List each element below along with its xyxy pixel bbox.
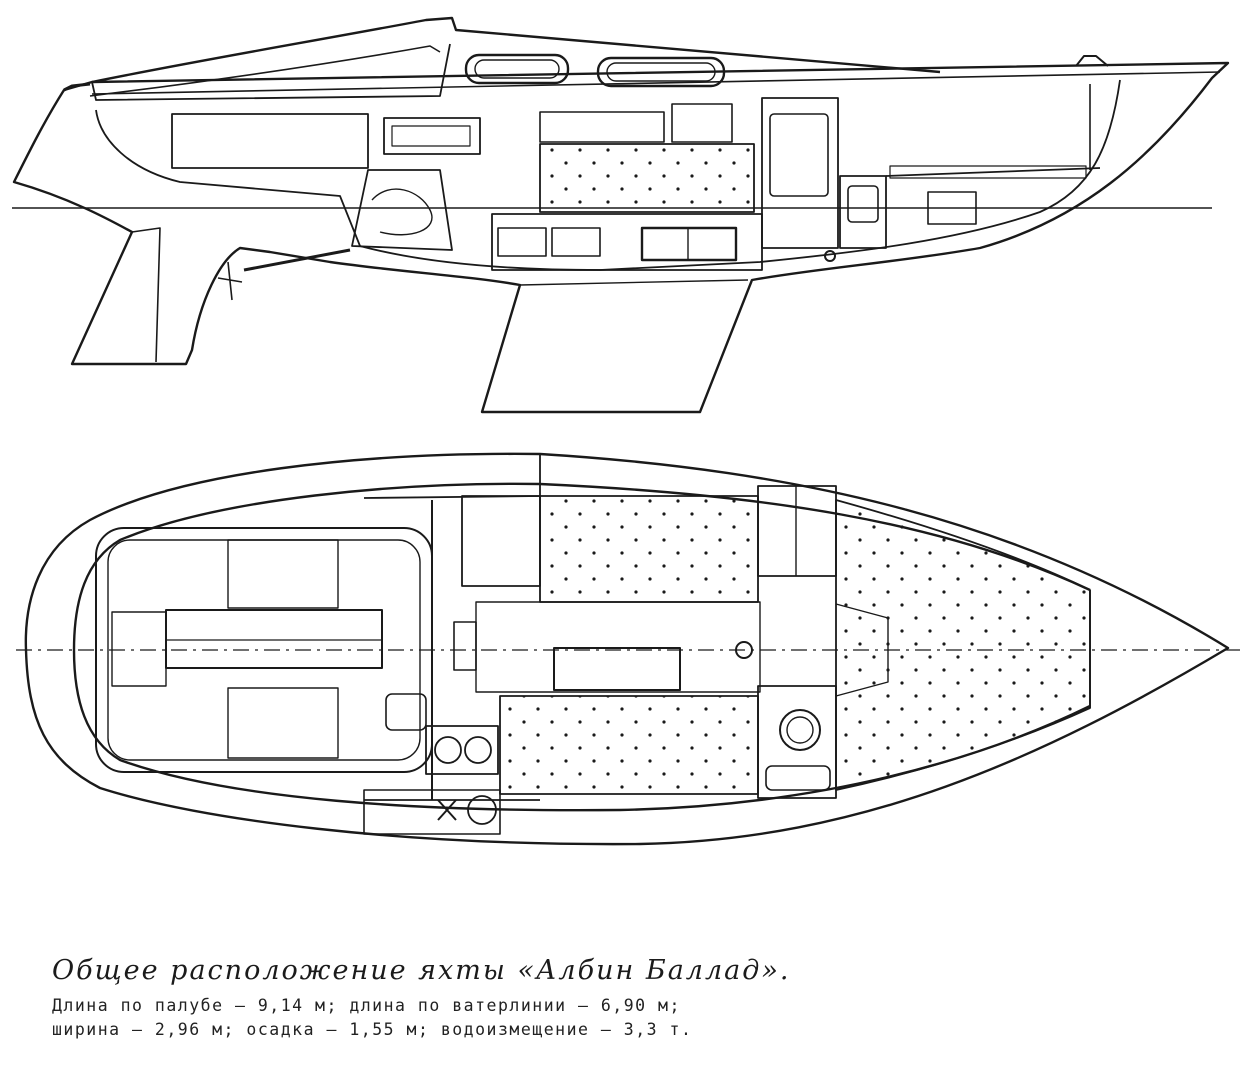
saloon-berth-starboard xyxy=(499,695,759,795)
cockpit-seat-port xyxy=(227,539,339,609)
spec-draft-value: 1,55 м xyxy=(349,1020,418,1039)
head-toilet xyxy=(847,185,879,223)
deck-inner-line xyxy=(72,482,1091,812)
coachroof-edge-port xyxy=(363,454,541,499)
galley-sink xyxy=(467,795,497,825)
winch-handle xyxy=(437,799,457,821)
v-berth-infill xyxy=(835,603,889,697)
bow-pulpit xyxy=(1075,55,1109,67)
head-basin xyxy=(765,765,831,791)
keel-fin-detail xyxy=(519,279,749,286)
locker-2 xyxy=(551,227,601,257)
hanging-locker xyxy=(757,485,837,577)
v-berth xyxy=(835,499,1091,791)
spec-length-deck-value: 9,14 м xyxy=(257,996,327,1015)
companionway-step xyxy=(391,125,471,147)
keel-bolt xyxy=(824,250,836,262)
spec-draft-label: осадка xyxy=(246,1020,316,1039)
saloon-settee-cushion xyxy=(539,143,755,213)
caption-title: Общее расположение яхты «Албин Баллад». xyxy=(52,955,791,986)
spec-line-1: Длина по палубе — 9,14 м; длина по ватер… xyxy=(52,996,681,1015)
saloon-backrest xyxy=(539,111,665,143)
forward-berth xyxy=(885,167,1101,177)
propeller-shaft xyxy=(243,248,351,272)
galley-unit xyxy=(425,725,499,775)
porthole-fwd-inner xyxy=(606,62,716,82)
settee-base xyxy=(491,213,763,271)
propeller xyxy=(217,261,243,301)
yacht-general-arrangement-drawing xyxy=(12,16,1240,846)
head-compartment xyxy=(839,175,887,249)
spec-length-waterline-label: длина по ватерлинии xyxy=(349,996,567,1015)
cockpit-seat-starboard xyxy=(227,687,339,759)
drawing-caption: Общее расположение яхты «Албин Баллад». … xyxy=(52,955,1202,1042)
forward-locker xyxy=(927,191,977,225)
spec-beam-label: ширина xyxy=(52,1020,121,1039)
cabin-sole xyxy=(475,601,761,693)
bulkhead-door xyxy=(769,113,829,197)
deck-plan-view xyxy=(16,452,1240,846)
engine-detail xyxy=(371,188,433,236)
companionway xyxy=(383,117,481,155)
cockpit-coaming xyxy=(91,43,451,101)
spec-length-deck-label: Длина по палубе xyxy=(52,996,224,1015)
saloon-berth-port xyxy=(539,495,759,603)
stove-burner-1 xyxy=(434,736,462,764)
engine-compartment xyxy=(351,169,453,251)
cockpit-table xyxy=(165,609,383,669)
spec-displacement-label: водоизмещение xyxy=(440,1020,590,1039)
forward-berth-cushion xyxy=(889,165,1087,179)
stove-burner-2 xyxy=(464,736,492,764)
spec-displacement-value: 3,3 т xyxy=(623,1020,681,1039)
port-quarter-berth xyxy=(461,495,541,587)
chart-table xyxy=(385,693,427,731)
side-profile-view xyxy=(12,16,1230,414)
hull-plan-outline xyxy=(24,452,1230,846)
companionway-hatch xyxy=(453,621,477,671)
hull-liner xyxy=(95,79,1121,271)
locker-3 xyxy=(640,226,738,262)
hull-outline xyxy=(12,61,1230,414)
spec-beam-value: 2,96 м xyxy=(154,1020,224,1039)
spec-length-waterline-value: 6,90 м xyxy=(600,996,670,1015)
coachroof xyxy=(91,16,941,84)
head-toilet-seat xyxy=(786,716,814,744)
stern-transom xyxy=(63,82,91,92)
rudder xyxy=(131,227,161,363)
galley-counter xyxy=(363,789,501,835)
deck-line xyxy=(91,71,1221,95)
cabin-top-line xyxy=(89,45,441,97)
spec-line-2: ширина — 2,96 м; осадка — 1,55 м; водоиз… xyxy=(52,1020,693,1039)
saloon-table xyxy=(553,647,681,691)
locker-1 xyxy=(497,227,547,257)
porthole-fwd xyxy=(596,56,726,88)
porthole-aft xyxy=(464,53,570,85)
head-toilet-plan xyxy=(779,709,821,751)
porthole-aft-inner xyxy=(474,59,560,79)
tiller xyxy=(111,611,167,687)
aft-locker xyxy=(171,113,369,169)
mast-step xyxy=(735,641,753,659)
saloon-shelf xyxy=(671,103,733,143)
main-bulkhead xyxy=(761,97,839,249)
